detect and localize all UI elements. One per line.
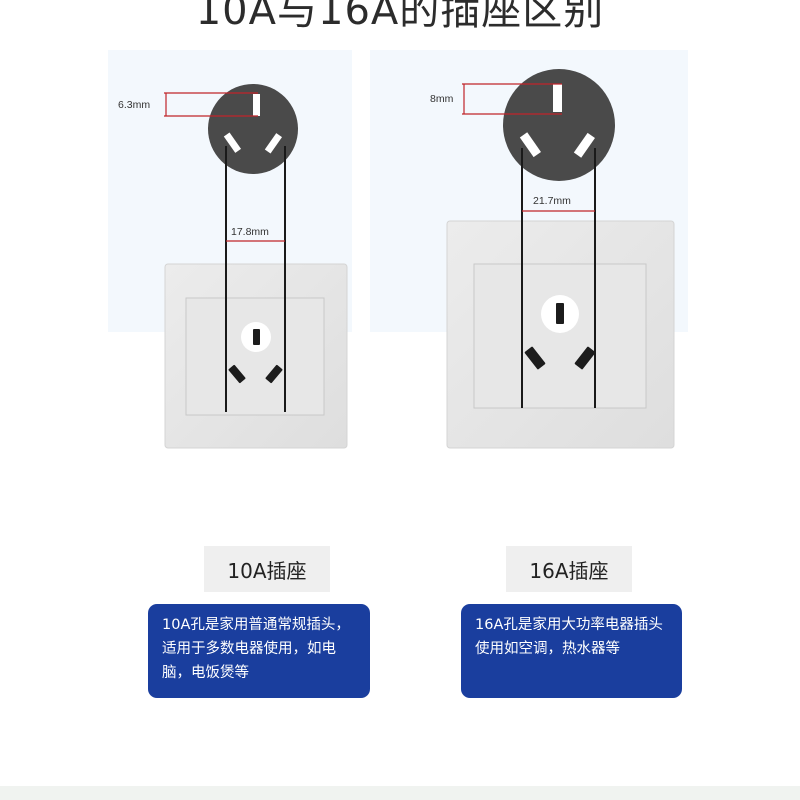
plug-face-10a bbox=[208, 84, 298, 174]
hole-width-16a: 8mm bbox=[430, 93, 454, 105]
socket-plate-10a bbox=[164, 263, 348, 449]
socket-plate-16a bbox=[446, 220, 675, 449]
label-10a: 10A插座 bbox=[204, 546, 330, 592]
plug-face-16a bbox=[503, 69, 615, 181]
description-16a: 16A孔是家用大功率电器插头使用如空调，热水器等 bbox=[461, 604, 682, 698]
pin-spacing-16a: 21.7mm bbox=[533, 195, 571, 207]
dimension-hole-10a bbox=[164, 92, 258, 117]
guide-lines-10a bbox=[225, 146, 286, 412]
label-16a: 16A插座 bbox=[506, 546, 632, 592]
guide-lines-16a bbox=[521, 148, 596, 408]
dimension-hole-16a bbox=[462, 83, 562, 115]
hole-width-10a: 6.3mm bbox=[118, 99, 150, 111]
description-10a: 10A孔是家用普通常规插头，适用于多数电器使用，如电脑，电饭煲等 bbox=[148, 604, 370, 698]
bottom-band bbox=[0, 786, 800, 800]
page-title: 10A与16A的插座区别 bbox=[195, 0, 605, 34]
pin-spacing-10a: 17.8mm bbox=[231, 226, 269, 238]
